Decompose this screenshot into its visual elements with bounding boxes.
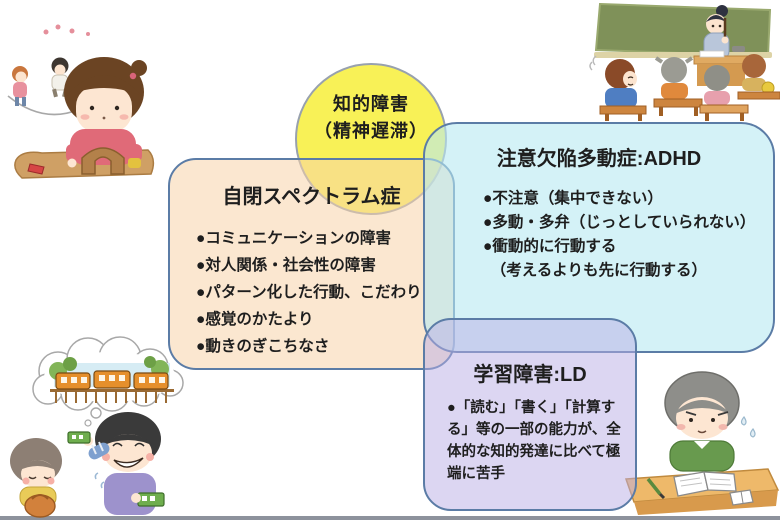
adhd-item-2: ●多動・多弁（じっとしていられない） (483, 214, 756, 231)
adhd-item-1: ●不注意（集中できない） (483, 190, 663, 207)
train-talk-illustration (0, 333, 190, 518)
asd-item-4: ●感覚のかたより (196, 311, 314, 328)
intellectual-disability-title-line1: 知的障害 (333, 94, 409, 114)
asd-item-2: ●対人関係・社会性の障害 (196, 257, 376, 274)
ld-title: 学習障害:LD (473, 364, 587, 386)
sandbox-jumprope-drawing (7, 24, 155, 179)
asd-item-3: ●パターン化した行動、こだわり (196, 284, 422, 301)
asd-title: 自閉スペクトラム症 (222, 186, 401, 208)
asd-item-5: ●動きのぎこちなさ (196, 338, 330, 355)
intellectual-disability-title-line2: （精神遅滞） (314, 121, 428, 141)
bottom-edge-strip (0, 516, 780, 520)
asd-bullet-list: ●コミュニケーションの障害 ●対人関係・社会性の障害 ●パターン化した行動、こだ… (196, 225, 453, 360)
ld-box: 学習障害:LD ●「読む」「書く」「計算する」等の一部の能力が、全体的な知的発達… (423, 318, 637, 511)
classroom-drawing (589, 2, 780, 121)
asd-box: 自閉スペクトラム症 ●コミュニケーションの障害 ●対人関係・社会性の障害 ●パタ… (168, 158, 455, 370)
study-desk-drawing (624, 371, 780, 515)
ld-item-1: ●「読む」「書く」「計算する」等の一部の能力が、全体的な知的発達に比べて極端に苦… (447, 400, 621, 482)
adhd-box: 注意欠陥多動症:ADHD ●不注意（集中できない） ●多動・多弁（じっとしていら… (423, 122, 775, 353)
adhd-item-3: ●衝動的に行動する (483, 238, 617, 255)
adhd-title: 注意欠陥多動症:ADHD (496, 148, 702, 170)
sandbox-jumprope-illustration (0, 8, 170, 188)
asd-item-1: ●コミュニケーションの障害 (196, 230, 392, 247)
classroom-illustration (582, 0, 780, 121)
train-talk-drawing (10, 336, 184, 518)
adhd-item-3-continued: （考えるよりも先に行動する） (483, 262, 707, 279)
study-desk-illustration (620, 357, 780, 517)
adhd-bullet-list: ●不注意（集中できない） ●多動・多弁（じっとしていられない） ●衝動的に行動す… (483, 187, 773, 283)
